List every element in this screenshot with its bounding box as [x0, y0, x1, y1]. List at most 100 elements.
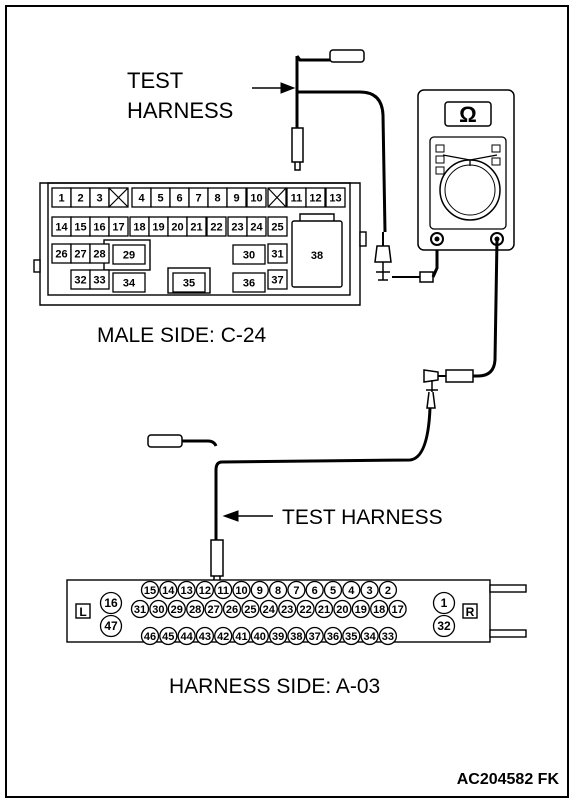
pin-a03-40: 40 — [250, 626, 269, 646]
pin-label: 34 — [123, 278, 136, 290]
pin-a03-12: 12 — [195, 580, 215, 600]
multimeter: Ω — [417, 89, 515, 251]
pin-c24-7: 7 — [188, 187, 209, 208]
pin-c24-21: 21 — [186, 216, 207, 237]
pin-label: 36 — [243, 278, 255, 290]
pin-a03-36: 36 — [323, 626, 343, 646]
pin-label: 26 — [55, 249, 67, 261]
pin-label: 22 — [210, 222, 222, 234]
pin-label: 46 — [144, 631, 156, 643]
pin-c24-9: 9 — [226, 187, 247, 208]
pin-c24-25: 25 — [267, 216, 288, 237]
pin-c24-36: 36 — [232, 272, 266, 293]
pin-a03-41: 41 — [232, 626, 251, 646]
pin-c24-16: 16 — [89, 216, 110, 237]
pin-label: 24 — [263, 604, 276, 616]
pin-a03-11: 11 — [214, 580, 233, 600]
pin-label: 12 — [309, 193, 321, 205]
pin-label: 1 — [58, 193, 64, 205]
pin-a03-3: 3 — [360, 580, 379, 600]
pin-c24-11: 11 — [286, 187, 307, 208]
pin-label: 4 — [348, 585, 355, 597]
pin-label: 39 — [272, 631, 284, 643]
pin-label: 35 — [345, 631, 357, 643]
pin-label: 31 — [271, 249, 283, 261]
connector-a03-right-mark: R — [466, 605, 475, 619]
pin-label: 17 — [112, 222, 124, 234]
pin-label: 1 — [441, 596, 448, 610]
pin-a03-44: 44 — [177, 626, 196, 646]
blank-cavity — [267, 187, 287, 208]
pin-c24-38: 38 — [311, 250, 323, 262]
pin-a03-8: 8 — [268, 580, 288, 600]
pin-label: 33 — [93, 275, 105, 287]
pin-a03-45: 45 — [159, 626, 178, 646]
figure-code: AC204582 FK — [457, 771, 560, 788]
pin-label: 7 — [293, 585, 299, 597]
pin-c24-2: 2 — [70, 187, 91, 208]
pin-label: 30 — [243, 250, 255, 262]
pin-a03-32: 32 — [432, 614, 456, 638]
pin-label: 4 — [138, 193, 145, 205]
pin-a03-30: 30 — [149, 599, 168, 619]
pin-a03-39: 39 — [268, 626, 288, 646]
pin-a03-4: 4 — [342, 580, 361, 600]
pin-label: 40 — [254, 631, 266, 643]
pin-label: 13 — [329, 193, 341, 205]
pin-a03-15: 15 — [140, 580, 160, 600]
pin-label: 7 — [195, 193, 201, 205]
pin-c24-15: 15 — [70, 216, 91, 237]
pin-a03-33: 33 — [378, 626, 398, 646]
pin-c24-4: 4 — [131, 187, 152, 208]
pin-label: 11 — [291, 193, 303, 205]
pin-a03-46: 46 — [140, 626, 160, 646]
pin-label: 2 — [77, 193, 83, 205]
pin-label: 16 — [93, 222, 105, 234]
pin-label: 3 — [367, 585, 373, 597]
pin-label: 24 — [250, 222, 263, 234]
pin-label: 19 — [355, 604, 367, 616]
pin-label: 6 — [176, 193, 182, 205]
pin-label: 41 — [235, 631, 247, 643]
pin-label: 10 — [250, 193, 262, 205]
pin-label: 27 — [74, 249, 86, 261]
pin-label: 28 — [189, 604, 201, 616]
pin-label: 30 — [152, 604, 164, 616]
pin-c24-13: 13 — [325, 187, 346, 208]
pin-a03-13: 13 — [177, 580, 196, 600]
pin-c24-22: 22 — [206, 216, 227, 237]
bottom-test-harness — [147, 238, 499, 587]
pin-label: 44 — [180, 631, 193, 643]
pin-a03-16: 16 — [99, 591, 123, 615]
pin-c24-8: 8 — [207, 187, 228, 208]
pin-label: 8 — [275, 585, 281, 597]
pin-label: 20 — [171, 222, 183, 234]
pin-label: 21 — [190, 222, 202, 234]
pin-label: 38 — [290, 631, 302, 643]
pin-label: 11 — [217, 585, 229, 597]
pin-label: 47 — [104, 619, 118, 633]
pin-label: 29 — [123, 250, 135, 262]
pin-c24-27: 27 — [70, 243, 91, 264]
ohm-symbol: Ω — [459, 102, 477, 127]
pin-a03-5: 5 — [323, 580, 343, 600]
pin-a03-38: 38 — [287, 626, 306, 646]
pin-a03-22: 22 — [296, 599, 315, 619]
pin-a03-29: 29 — [167, 599, 186, 619]
pin-a03-37: 37 — [305, 626, 324, 646]
pin-c24-33: 33 — [89, 269, 110, 290]
test-harness-top-label-1: TEST — [127, 68, 183, 93]
pin-label: 20 — [336, 604, 348, 616]
pin-label: 37 — [309, 631, 321, 643]
pin-a03-2: 2 — [378, 580, 398, 600]
pin-label: 21 — [318, 604, 330, 616]
pin-label: 27 — [207, 604, 219, 616]
pin-c24-37: 37 — [267, 269, 288, 290]
pin-a03-35: 35 — [342, 626, 361, 646]
test-harness-top-label-2: HARNESS — [127, 98, 233, 123]
pin-label: 3 — [96, 193, 102, 205]
pin-label: 43 — [199, 631, 211, 643]
pin-a03-18: 18 — [370, 599, 389, 619]
pin-a03-14: 14 — [159, 580, 178, 600]
